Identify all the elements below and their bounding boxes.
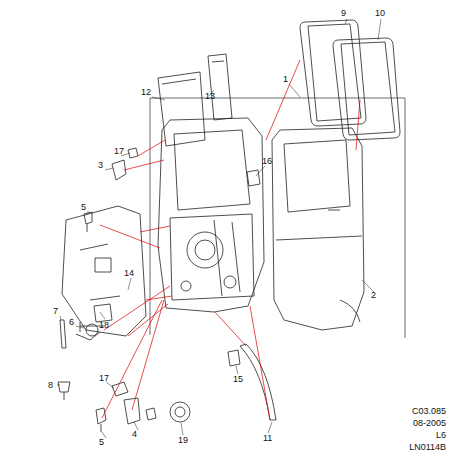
callout-number: 18 <box>99 320 109 330</box>
callout-number: 7 <box>53 306 58 316</box>
callout-number: 15 <box>233 374 243 384</box>
callout-number: 6 <box>69 317 74 327</box>
callout-number: 14 <box>124 268 134 278</box>
callout-number: 2 <box>371 290 376 300</box>
callout-number: 8 <box>48 380 53 390</box>
callout-number: 17 <box>114 146 124 156</box>
callout-number: 13 <box>205 91 215 101</box>
callout-number: 5 <box>81 202 86 212</box>
callout-number: 4 <box>132 429 137 439</box>
drawing-reference: 08-2005 <box>413 418 446 428</box>
callout-number: 3 <box>98 160 103 170</box>
callout-number: 19 <box>178 435 188 445</box>
callout-number: 17 <box>99 373 109 383</box>
drawing-reference: L6 <box>436 430 446 440</box>
drawing-reference: LN0114B <box>409 442 446 452</box>
callout-number: 9 <box>341 8 346 18</box>
callout-number: 16 <box>262 156 272 166</box>
drawing-reference: C03.085 <box>412 406 446 416</box>
callout-number: 12 <box>141 87 151 97</box>
callout-number: 5 <box>99 437 104 447</box>
callout-number: 10 <box>375 8 385 18</box>
callout-number: 1 <box>283 74 288 84</box>
callout-number: 11 <box>263 433 272 443</box>
